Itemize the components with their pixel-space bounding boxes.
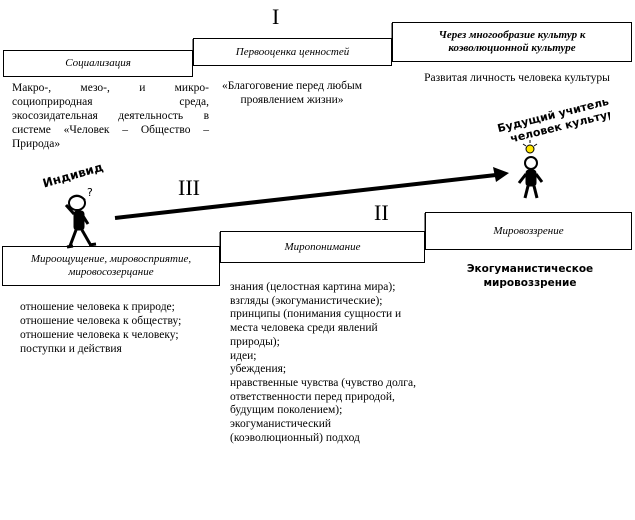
perception-label: Мироощущение, мировосприятие, мировосозе… [30,253,192,278]
understanding-label: Миропонимание [284,240,361,253]
socialization-box: Социализация [3,50,193,77]
future-teacher-label: Будущий учитель – человек культуры [496,100,610,148]
development-arrow-head [493,167,509,182]
stage-number-three: III [178,175,200,200]
primary-values-label: Первооценка ценностей [235,45,350,58]
stage-number-two: II [374,200,389,225]
worldview-label: Мировоззрение [493,224,564,237]
knowledge-item: убеждения; [230,363,287,376]
primary-values-box: Первооценка ценностей [193,38,392,66]
individual-label: Индивид [41,160,105,191]
knowledge-item: знания (целостная картина мира); [230,281,396,293]
perception-box: Мироощущение, мировосприятие, мировосозе… [2,246,220,286]
individual-figure: Индивид ? [41,160,105,249]
developed-personality-text: Развитая личность человека культуры [424,72,610,84]
understanding-box: Миропонимание [220,231,425,263]
attitude-item: поступки и действия [20,343,122,355]
knowledge-list: знания (целостная картина мира); взгляды… [230,281,418,445]
environment-text: Макро-, мезо-, и микро-социоприродная ср… [12,82,209,150]
eco-worldview-text: Экогуманистическое мировоззрение [466,263,594,289]
knowledge-item: взгляды (экогуманистические); [230,294,383,307]
knowledge-item: идеи; [230,349,257,362]
attitude-item: отношение человека к человеку; [20,329,179,341]
knowledge-item: экогуманистический (коэволюционный) подх… [230,418,360,444]
knowledge-item: нравственные чувства (чувство долга, отв… [230,376,416,417]
attitude-item: отношение человека к природе; [20,301,175,313]
stage-number-one: I [272,4,280,29]
future-teacher-figure: Будущий учитель – человек культуры [496,100,610,199]
attitudes-list: отношение человека к природе; отношение … [20,300,212,356]
lightbulb-icon [522,140,538,154]
thinking-person-icon: ? [64,186,97,249]
worldview-box: Мировоззрение [425,212,632,250]
teacher-person-icon [517,156,544,199]
reverence-text: «Благоговение перед любым проявлением жи… [221,80,363,106]
attitude-item: отношение человека к обществу; [20,315,182,327]
diversity-label: Через многообразие культур к коэволюцион… [438,29,586,54]
socialization-label: Социализация [65,57,131,69]
knowledge-item: принципы (понимания сущности и места чел… [230,308,402,348]
diversity-box: Через многообразие культур к коэволюцион… [392,22,632,62]
svg-text:?: ? [87,186,93,199]
development-arrow-line [114,173,497,220]
